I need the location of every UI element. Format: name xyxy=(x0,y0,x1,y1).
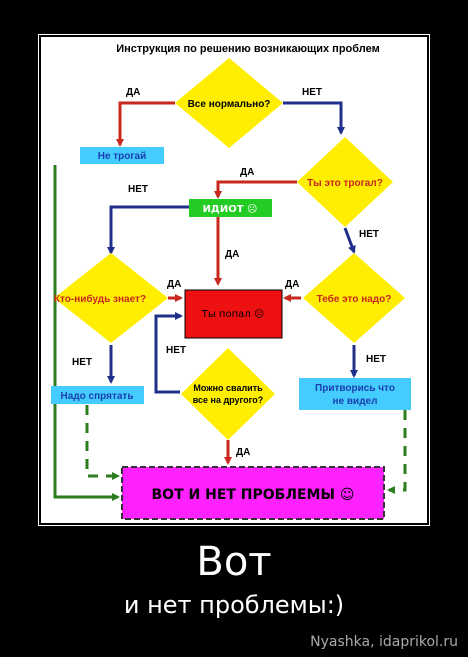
label-no-2: НЕТ xyxy=(128,184,148,195)
label-no-6: НЕТ xyxy=(366,354,386,365)
decision-blame-line2: все на другого? xyxy=(193,395,264,405)
terminal-no-problem xyxy=(121,466,385,520)
label-no-4: НЕТ xyxy=(166,345,186,356)
action-pretend-line2: не видел xyxy=(333,396,378,407)
decision-anyone-knows-label: Кто-нибудь знает? xyxy=(54,293,146,305)
label-yes-4: ДА xyxy=(167,279,181,290)
state-idiot-label: ИДИОТ ☹ xyxy=(203,204,258,215)
action-hide-it-label: Надо спрятать xyxy=(61,391,134,402)
label-no-3: НЕТ xyxy=(359,229,379,240)
edge-touched-yes xyxy=(214,180,297,199)
state-you-screwed xyxy=(184,289,283,339)
decision-anyone-knows xyxy=(54,253,168,343)
decision-all-ok xyxy=(175,58,283,148)
decision-blame-line1: Можно свалить xyxy=(193,383,263,393)
flowchart: Инструкция по решению возникающих пробле… xyxy=(51,43,411,520)
decision-blame-other xyxy=(181,348,275,440)
diagram-title: Инструкция по решению возникающих пробле… xyxy=(116,43,380,55)
label-yes-6: ДА xyxy=(236,447,250,458)
edge-blame-no xyxy=(154,312,183,394)
label-no-5: НЕТ xyxy=(72,357,92,368)
label-yes-2: ДА xyxy=(240,167,254,178)
edge-all-ok-yes xyxy=(116,101,175,147)
edge-hide-to-end xyxy=(85,405,120,480)
edge-dont-touch-to-end xyxy=(53,165,120,501)
action-pretend xyxy=(299,378,411,410)
action-pretend-line1: Притворись что xyxy=(315,383,395,394)
action-dont-touch xyxy=(80,147,164,164)
edge-idiot-no xyxy=(107,205,189,255)
demotivator-frame xyxy=(38,34,430,526)
edge-pretend-to-end xyxy=(387,410,407,494)
decision-all-ok-label: Все нормально? xyxy=(188,99,271,110)
label-yes-1: ДА xyxy=(126,87,140,98)
label-yes-3: ДА xyxy=(225,249,239,260)
decision-touched-label: Ты это трогал? xyxy=(307,178,383,189)
edge-all-ok-no xyxy=(283,101,345,135)
edge-touched-no xyxy=(343,227,356,254)
caption-main: Вот xyxy=(196,539,272,585)
flowchart-panel: Инструкция по решению возникающих пробле… xyxy=(41,37,427,523)
label-yes-5: ДА xyxy=(285,279,299,290)
decision-do-you-need-label: Тебе это надо? xyxy=(317,293,392,305)
state-idiot xyxy=(189,199,272,217)
action-dont-touch-label: Не трогай xyxy=(98,151,147,162)
decision-touched xyxy=(297,137,393,227)
action-hide-it xyxy=(51,386,144,404)
label-no-1: НЕТ xyxy=(302,87,322,98)
watermark: Nyashka, idaprikol.ru xyxy=(310,634,458,650)
terminal-no-problem-label: ВОТ И НЕТ ПРОБЛЕМЫ ☺ xyxy=(152,487,355,503)
state-you-screwed-label: Ты попал ☹ xyxy=(201,309,265,320)
caption-sub: и нет проблемы:) xyxy=(123,591,345,619)
decision-do-you-need xyxy=(303,253,405,343)
